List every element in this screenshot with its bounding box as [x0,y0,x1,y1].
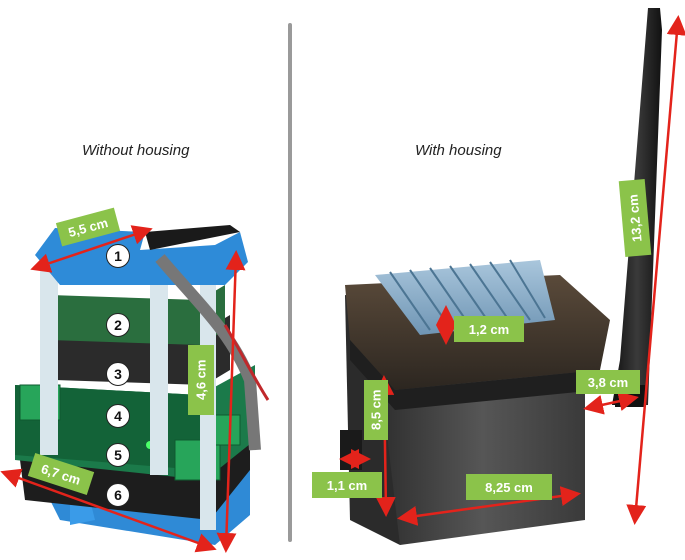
arrow-width-top [30,225,153,273]
label-depth: 1,1 cm [312,472,382,498]
callout-6: 6 [106,483,130,507]
arrow-width-bottom [0,468,217,553]
label-height-right: 8,5 cm [364,380,388,440]
callout-3: 3 [106,362,130,386]
label-height-left: 4,6 cm [188,345,214,415]
device-with-housing [339,8,685,545]
caption-without-housing: Without housing [82,142,190,159]
label-width-right: 8,25 cm [466,474,552,500]
arrow-height-left [216,250,246,553]
callout-5: 5 [106,443,130,467]
label-heatsink: 1,2 cm [454,316,524,342]
device-without-housing [0,225,270,553]
standoff-left [40,265,58,455]
callout-1: 1 [106,244,130,268]
side-connector [340,430,362,470]
caption-with-housing: With housing [415,142,502,159]
arrow-antenna [626,15,685,525]
standoff-mid [150,275,168,475]
callout-4: 4 [106,404,130,428]
callout-2: 2 [106,313,130,337]
cable [155,254,261,451]
label-antenna-base: 3,8 cm [576,370,640,394]
